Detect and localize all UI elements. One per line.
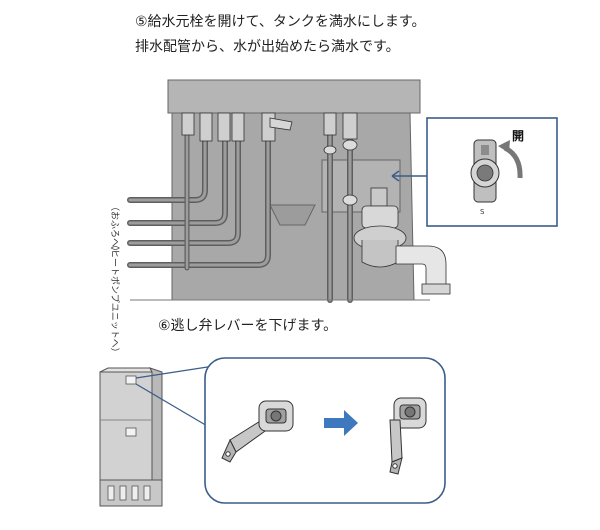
valve-fittings: [181, 112, 358, 206]
relief-lever-after: [389, 397, 427, 475]
water-heater-plumbing-diagram: （おふろへ） （ヒートポンプユニットへ）: [109, 79, 451, 357]
relief-valve-hatch: [125, 375, 137, 385]
right-arrow-icon: [324, 410, 358, 436]
relief-lever-before: [221, 400, 294, 463]
water-heater-unit: [99, 367, 163, 507]
outlet-pipes: [127, 122, 353, 303]
lever-callout-bubble: [204, 357, 446, 504]
step6-instruction: ⑥逃し弁レバーを下げます。: [158, 318, 338, 334]
open-label: 開: [512, 129, 524, 143]
tank-upper-body: [167, 79, 421, 114]
svg-text:S: S: [480, 208, 485, 216]
step5-instruction-line2: 排水配管から、水が出始めたら満水です。: [135, 39, 400, 55]
tank-drain-cone: [269, 204, 316, 226]
relief-valve-plate: [321, 159, 401, 213]
label-to-heatpump: （ヒートポンプユニットへ）: [109, 240, 120, 357]
relief-valve-body: [370, 187, 388, 207]
callout-line-lower: [135, 383, 215, 431]
callout-line-upper: [135, 365, 215, 379]
label-to-bath: （おふろへ）: [109, 202, 120, 256]
drain-elbow-assembly: [353, 187, 451, 295]
step5-instruction-line1: ⑤給水元栓を開けて、タンクを満水にします。: [135, 14, 426, 30]
valve-detail-inset: S 開: [426, 117, 558, 227]
